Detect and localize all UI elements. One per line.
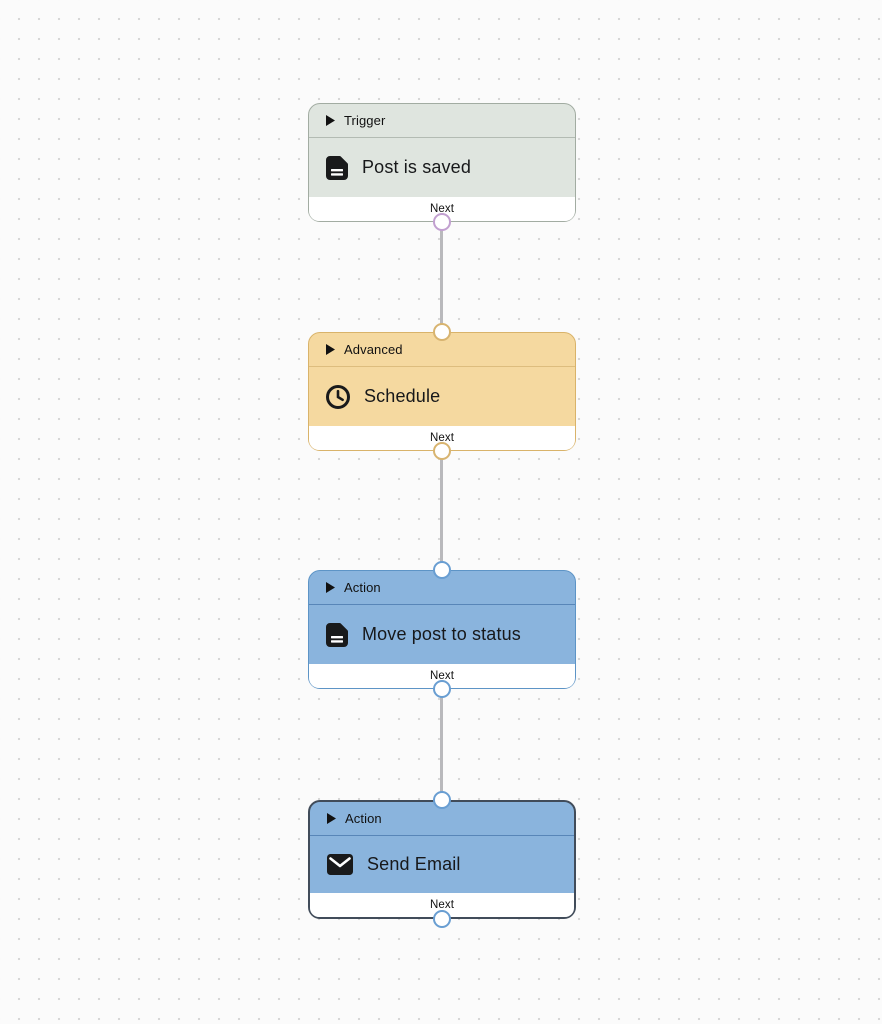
node-title: Send Email bbox=[367, 854, 461, 874]
node-trigger-post-is-saved[interactable]: Trigger Post is saved Next bbox=[308, 103, 576, 231]
node-advanced-schedule[interactable]: Advanced Schedule Next bbox=[308, 323, 576, 460]
node-body: Move post to status bbox=[309, 605, 575, 664]
node-body: Schedule bbox=[309, 367, 575, 426]
next-label: Next bbox=[429, 670, 455, 682]
next-label: Next bbox=[429, 432, 455, 444]
play-icon bbox=[326, 115, 335, 126]
node-action-send-email[interactable]: Action Send Email Next bbox=[308, 791, 576, 928]
envelope-icon bbox=[327, 854, 353, 875]
output-port[interactable] bbox=[433, 910, 451, 928]
play-icon bbox=[327, 813, 336, 824]
edge-trigger-to-advanced[interactable] bbox=[440, 222, 443, 332]
node-header: Action bbox=[310, 802, 574, 836]
node-header: Advanced bbox=[309, 333, 575, 367]
node-title: Move post to status bbox=[362, 624, 521, 644]
node-header: Action bbox=[309, 571, 575, 605]
play-icon bbox=[326, 344, 335, 355]
document-icon bbox=[326, 155, 348, 180]
node-header: Trigger bbox=[309, 104, 575, 138]
node-category-label: Action bbox=[344, 580, 381, 595]
edge-action1-to-action2[interactable] bbox=[440, 689, 443, 800]
node-category-label: Action bbox=[345, 811, 382, 826]
input-port[interactable] bbox=[433, 323, 451, 341]
node-category-label: Advanced bbox=[344, 342, 403, 357]
output-port[interactable] bbox=[433, 680, 451, 698]
output-port[interactable] bbox=[433, 442, 451, 460]
node-body: Post is saved bbox=[309, 138, 575, 197]
node-title: Post is saved bbox=[362, 157, 472, 177]
node-footer: Next bbox=[310, 893, 574, 917]
next-label: Next bbox=[429, 899, 455, 911]
play-icon bbox=[326, 582, 335, 593]
next-label: Next bbox=[429, 203, 455, 215]
node-action-move-post-to-status[interactable]: Action Move post to status Next bbox=[308, 561, 576, 698]
node-category-label: Trigger bbox=[344, 113, 386, 128]
clock-icon bbox=[326, 384, 350, 409]
input-port[interactable] bbox=[433, 561, 451, 579]
document-icon bbox=[326, 622, 348, 647]
node-title: Schedule bbox=[364, 386, 441, 406]
output-port[interactable] bbox=[433, 213, 451, 231]
input-port[interactable] bbox=[433, 791, 451, 809]
node-body: Send Email bbox=[310, 836, 574, 893]
edge-advanced-to-action1[interactable] bbox=[440, 451, 443, 570]
